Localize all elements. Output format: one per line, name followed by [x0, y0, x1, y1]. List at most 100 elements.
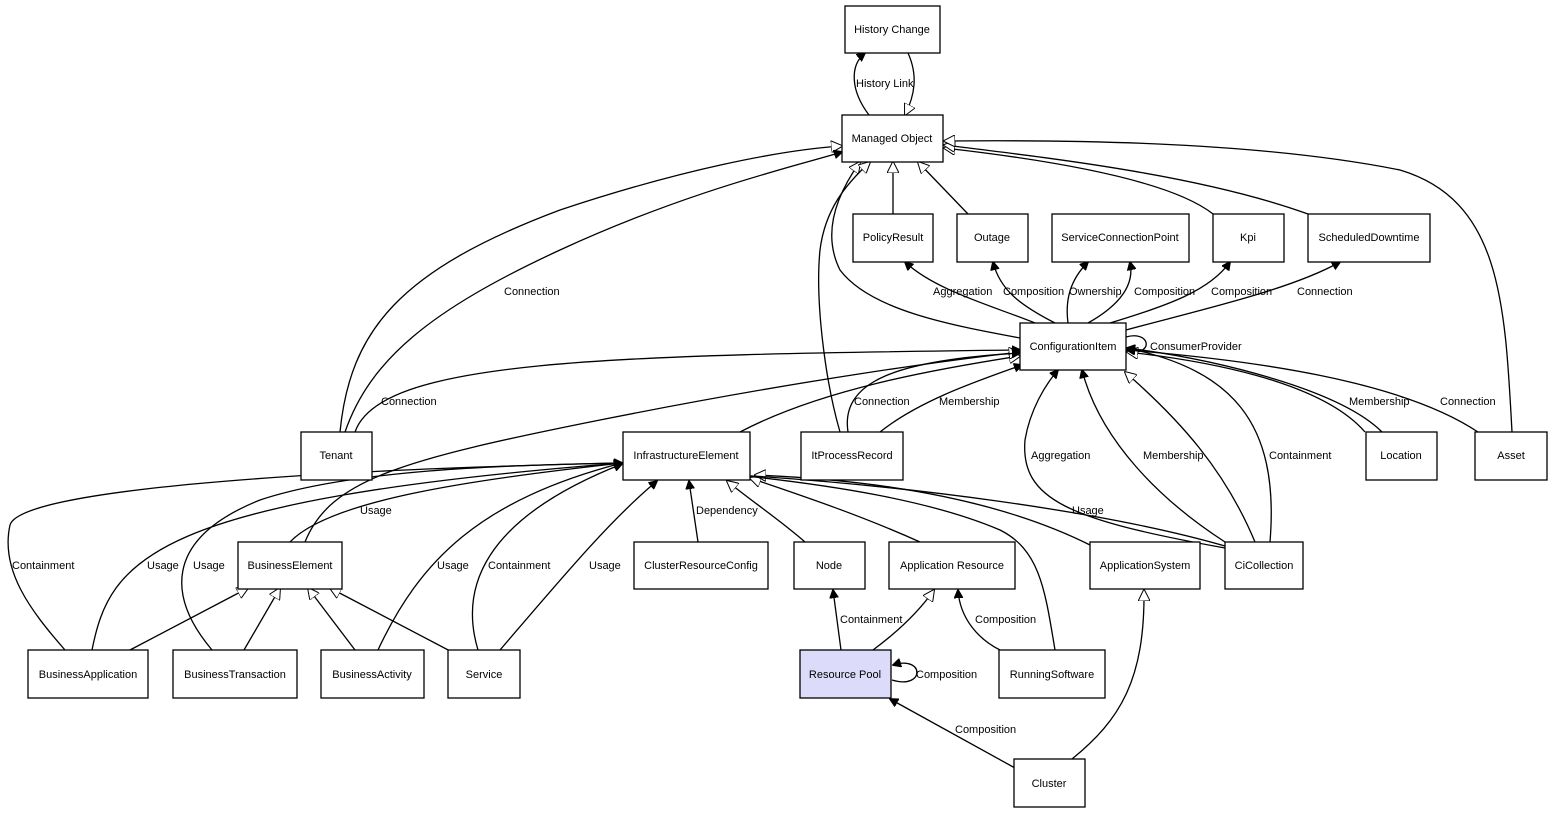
- node-kpi[interactable]: Kpi: [1212, 213, 1285, 263]
- edge-label-cicollection-membership: Membership: [1143, 450, 1204, 462]
- edge-label-be-usage: Usage: [360, 505, 392, 517]
- node-infrastructure-element[interactable]: InfrastructureElement: [622, 431, 751, 481]
- edge-ci-scp-ownership: [1066, 262, 1088, 324]
- node-label: Location: [1380, 450, 1422, 462]
- edge-label-location-membership: Membership: [1349, 396, 1410, 408]
- node-label: Service: [466, 669, 503, 681]
- edge-asset-managedobject: [944, 141, 1513, 433]
- edge-infra-ci: [739, 356, 1020, 433]
- node-node[interactable]: Node: [793, 541, 866, 590]
- node-label: ServiceConnectionPoint: [1061, 232, 1178, 244]
- node-business-transaction[interactable]: BusinessTransaction: [172, 649, 298, 699]
- node-business-activity[interactable]: BusinessActivity: [320, 649, 425, 699]
- edge-bt-infra-usage: [181, 463, 622, 651]
- edge-label-ci-composition-scp: Composition: [1134, 286, 1195, 298]
- node-running-software[interactable]: RunningSoftware: [998, 649, 1106, 699]
- edge-ba-be: [129, 588, 248, 651]
- edge-ci-policyresult: [905, 262, 1036, 324]
- node-policy-result[interactable]: PolicyResult: [852, 213, 934, 263]
- node-outage[interactable]: Outage: [956, 213, 1029, 263]
- edge-label-rp-containment: Containment: [840, 614, 902, 626]
- edge-labels: History Link Connection Aggregation Comp…: [12, 78, 1496, 736]
- edge-label-ci-composition-kpi: Composition: [1211, 286, 1272, 298]
- node-ci-collection[interactable]: CiCollection: [1224, 541, 1304, 590]
- edge-rp-self: [892, 663, 918, 683]
- edge-itpr-ci-connection: [846, 353, 1020, 433]
- edge-history-link-up: [853, 53, 870, 116]
- edge-label-ci-composition-outage: Composition: [1003, 286, 1064, 298]
- edge-svc-be: [330, 588, 453, 653]
- edge-ci-scheduleddowntime: [1125, 262, 1340, 331]
- edge-label-itpr-membership: Membership: [939, 396, 1000, 408]
- node-business-application[interactable]: BusinessApplication: [27, 649, 149, 699]
- node-application-system[interactable]: ApplicationSystem: [1089, 541, 1201, 590]
- edge-cicollection-infra-usage: [737, 475, 1226, 547]
- edge-svc-infra-containment: [471, 464, 622, 651]
- node-label: Outage: [974, 232, 1010, 244]
- node-application-resource[interactable]: Application Resource: [888, 541, 1016, 590]
- node-tenant[interactable]: Tenant: [300, 431, 373, 481]
- edge-label-cicollection-usage: Usage: [1072, 505, 1104, 517]
- node-service-connection-point[interactable]: ServiceConnectionPoint: [1051, 213, 1190, 263]
- node-business-element[interactable]: BusinessElement: [237, 541, 343, 590]
- node-label: InfrastructureElement: [633, 450, 738, 462]
- node-label: Asset: [1497, 450, 1525, 462]
- node-label: Resource Pool: [809, 669, 881, 681]
- edge-rp-appresource: [872, 590, 934, 651]
- node-it-process-record[interactable]: ItProcessRecord: [800, 431, 904, 481]
- node-label: Tenant: [319, 450, 352, 462]
- edge-ba-infra-containment: [7, 463, 622, 651]
- edge-tenant-managedobject-connection: [344, 152, 842, 433]
- edge-history-link-down: [905, 52, 914, 115]
- node-label: PolicyResult: [863, 232, 924, 244]
- edge-outage-managedobject: [918, 162, 969, 215]
- edge-label-dependency: Dependency: [696, 505, 758, 517]
- node-label: Managed Object: [852, 133, 933, 145]
- edge-tenant-managedobject: [339, 146, 842, 433]
- edge-cluster-appsystem: [1071, 590, 1144, 760]
- node-location[interactable]: Location: [1365, 431, 1438, 481]
- node-label: ApplicationSystem: [1100, 560, 1191, 572]
- edge-label-svc-containment: Containment: [488, 560, 550, 572]
- node-history-change[interactable]: History Change: [844, 5, 941, 54]
- edge-label-svc-usage: Usage: [589, 560, 621, 572]
- node-label: ItProcessRecord: [811, 450, 892, 462]
- node-label: Application Resource: [900, 560, 1004, 572]
- edge-itprocessrecord-managedobject: [818, 162, 870, 433]
- edge-rs-appresource: [958, 590, 1001, 651]
- edge-asset-ci-connection: [1127, 350, 1479, 433]
- edge-appsystem-infra: [755, 475, 1091, 546]
- node-configuration-item[interactable]: ConfigurationItem: [1019, 322, 1127, 371]
- edge-svc-infra-usage: [499, 481, 657, 651]
- edge-label-rs-composition: Composition: [975, 614, 1036, 626]
- edge-runningsoftware-infra: [737, 475, 1056, 651]
- node-asset[interactable]: Asset: [1474, 431, 1548, 481]
- edge-label-ci-connection-sd: Connection: [1297, 286, 1353, 298]
- node-resource-pool[interactable]: Resource Pool: [799, 649, 892, 699]
- node-label: Cluster: [1032, 778, 1067, 790]
- edge-label-consumer-provider: ConsumerProvider: [1150, 341, 1242, 353]
- node-label: BusinessTransaction: [184, 669, 286, 681]
- node-cluster[interactable]: Cluster: [1013, 758, 1086, 808]
- edge-ci-kpi: [1109, 262, 1230, 324]
- node-label: ConfigurationItem: [1030, 341, 1117, 353]
- edge-bact-infra-usage: [377, 463, 622, 651]
- edge-rp-node: [833, 590, 842, 651]
- edge-itpr-ci-membership: [879, 365, 1022, 433]
- edge-label-history-link: History Link: [856, 78, 914, 90]
- edge-businesselement-ci: [304, 352, 1020, 543]
- node-managed-object[interactable]: Managed Object: [841, 114, 944, 163]
- edge-label-ba-usage: Usage: [147, 560, 179, 572]
- edge-label-bact-usage: Usage: [437, 560, 469, 572]
- edge-bt-be: [243, 588, 280, 651]
- edge-label-ba-containment: Containment: [12, 560, 74, 572]
- edge-label-rp-composition-self: Composition: [916, 669, 977, 681]
- node-scheduled-downtime[interactable]: ScheduledDowntime: [1307, 213, 1431, 263]
- node-service[interactable]: Service: [447, 649, 521, 699]
- edge-location-ci: [1127, 352, 1366, 433]
- node-label: Node: [816, 560, 842, 572]
- edge-location-ci-membership: [1127, 348, 1383, 433]
- node-cluster-resource-config[interactable]: ClusterResourceConfig: [633, 541, 769, 590]
- edge-cicollection-ci-membership: [1082, 370, 1226, 543]
